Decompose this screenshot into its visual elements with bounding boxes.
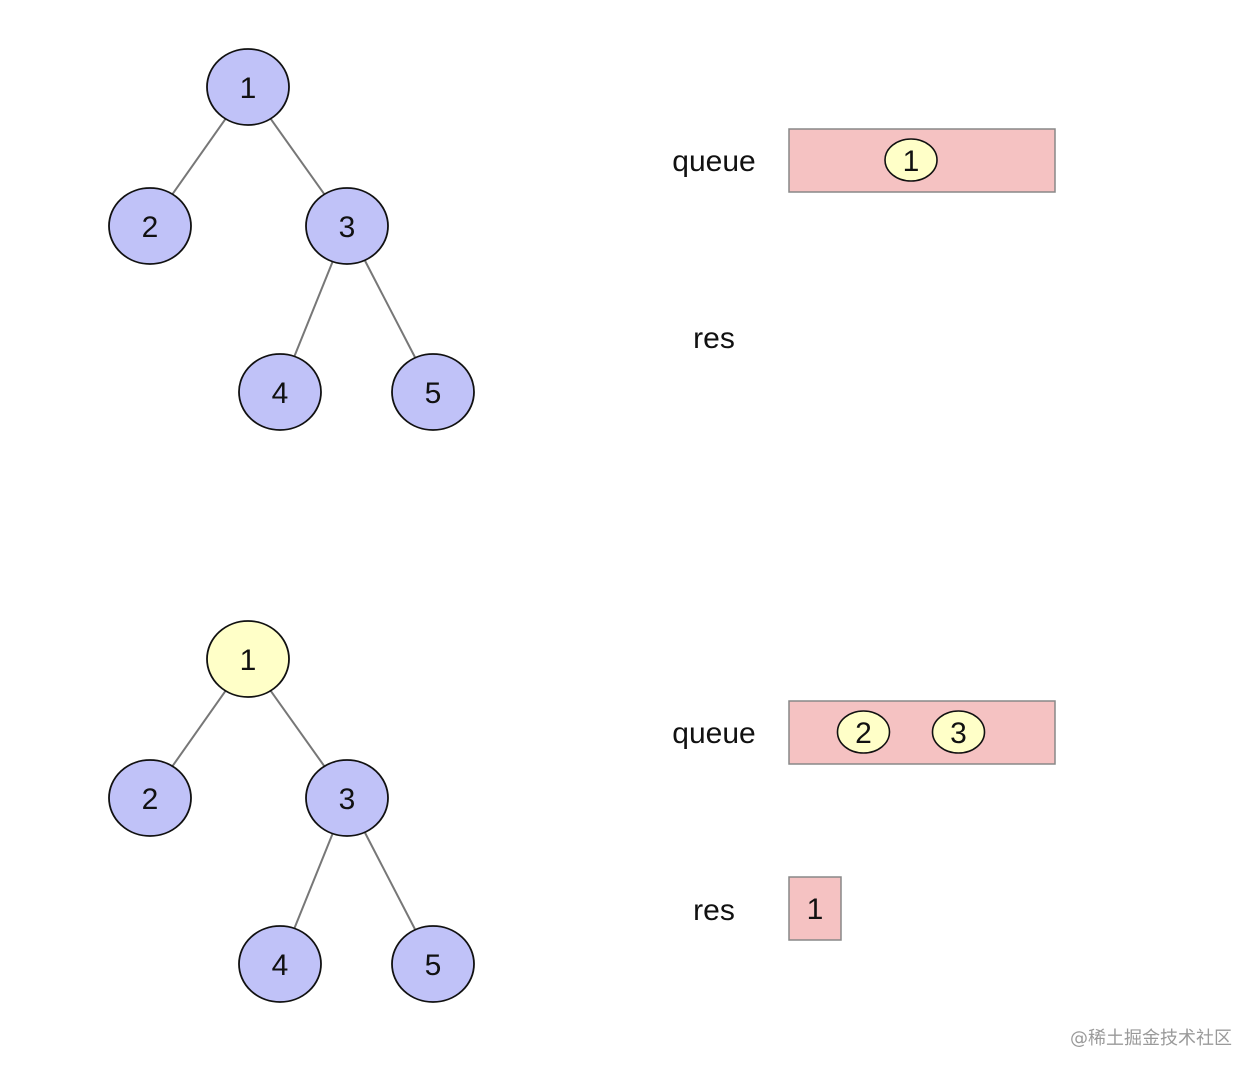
tree-node-4: 4 — [238, 353, 322, 431]
tree-node-label: 3 — [339, 211, 356, 244]
tree-node-4: 4 — [238, 925, 322, 1003]
tree-node-circle — [238, 925, 322, 1003]
tree-edge-1-2 — [171, 690, 227, 767]
tree-node-circle — [108, 759, 192, 837]
step-1: 1 2 3 4 5 queue 1 res — [108, 48, 1056, 431]
queue-item-circle — [931, 710, 986, 754]
res-label: res — [693, 322, 735, 355]
tree-node-2: 2 — [108, 759, 192, 837]
tree-node-label: 1 — [240, 644, 257, 677]
queue-item-circle — [884, 138, 938, 182]
res-item-label: 1 — [807, 893, 824, 926]
queue-item-2: 2 — [836, 710, 891, 754]
queue-box — [788, 700, 1056, 765]
tree-node-circle — [238, 353, 322, 431]
queue-item-1: 1 — [884, 138, 938, 182]
res-label: res — [693, 894, 735, 927]
tree-edge-3-4 — [293, 261, 334, 357]
tree-node-label: 2 — [142, 211, 159, 244]
queue-item-label: 3 — [950, 717, 967, 750]
tree-node-circle — [108, 187, 192, 265]
tree-node-label: 4 — [272, 949, 289, 982]
tree-node-circle — [206, 48, 290, 126]
queue-item-circle — [836, 710, 891, 754]
tree-node-label: 3 — [339, 783, 356, 816]
tree-node-label: 5 — [425, 377, 442, 410]
tree-node-circle — [391, 925, 475, 1003]
tree-node-label: 5 — [425, 949, 442, 982]
queue-label: queue — [672, 717, 755, 750]
res-item-1: 1 — [788, 876, 842, 941]
tree-node-circle — [305, 187, 389, 265]
tree-node-3: 3 — [305, 187, 389, 265]
tree-edge-3-5 — [363, 259, 417, 359]
tree-edge-1-3 — [269, 118, 326, 195]
queue-item-3: 3 — [931, 710, 986, 754]
tree-node-label: 4 — [272, 377, 289, 410]
tree-node-circle — [206, 620, 290, 698]
tree-node-3: 3 — [305, 759, 389, 837]
tree-node-label: 2 — [142, 783, 159, 816]
tree-edge-1-2 — [171, 118, 227, 195]
tree-node-1: 1 — [206, 48, 290, 126]
tree-node-5: 5 — [391, 353, 475, 431]
res-item-box — [788, 876, 842, 941]
tree-node-label: 1 — [240, 72, 257, 105]
step-2: 1 2 3 4 5 queue 2 3 res 1 — [108, 620, 1056, 1003]
watermark: @稀土掘金技术社区 — [1070, 1028, 1232, 1049]
tree-node-circle — [391, 353, 475, 431]
tree-node-1: 1 — [206, 620, 290, 698]
tree-edge-1-3 — [269, 690, 326, 767]
tree-node-5: 5 — [391, 925, 475, 1003]
tree-edge-3-4 — [293, 833, 334, 929]
tree-node-2: 2 — [108, 187, 192, 265]
queue-label: queue — [672, 145, 755, 178]
tree-node-circle — [305, 759, 389, 837]
queue-item-label: 1 — [903, 145, 920, 178]
tree-edge-3-5 — [363, 831, 417, 931]
queue-item-label: 2 — [855, 717, 872, 750]
